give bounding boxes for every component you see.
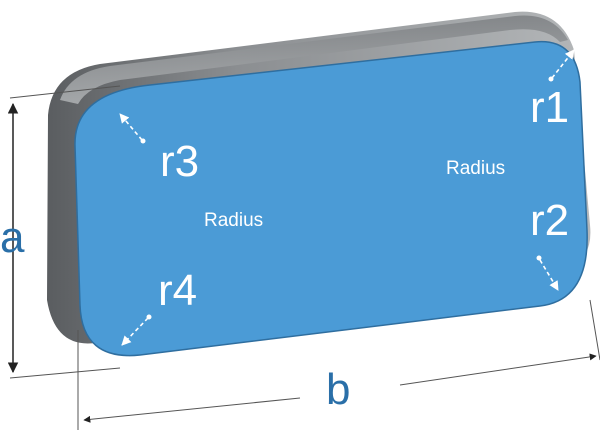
extrusion-top [60,15,568,104]
r1-arrow [551,49,575,79]
dimension-lines [9,85,600,430]
label-r4: r4 [158,266,197,315]
label-dim-a: a [0,213,25,262]
radius-arrows [119,49,575,346]
dim-b-arrow-right [399,353,597,386]
label-radius-left: Radius [204,210,263,231]
label-dim-b: b [326,365,350,414]
r4-arrow [121,317,149,346]
dim-b-arrow-left [83,397,301,423]
front-face [74,40,588,357]
r3-arrow [119,113,143,141]
label-radius-right: Radius [446,158,505,179]
r2-arrow [539,259,559,291]
label-r1: r1 [530,83,569,132]
radius-dots [140,76,554,320]
label-r3: r3 [160,137,199,186]
label-r2: r2 [530,196,569,245]
